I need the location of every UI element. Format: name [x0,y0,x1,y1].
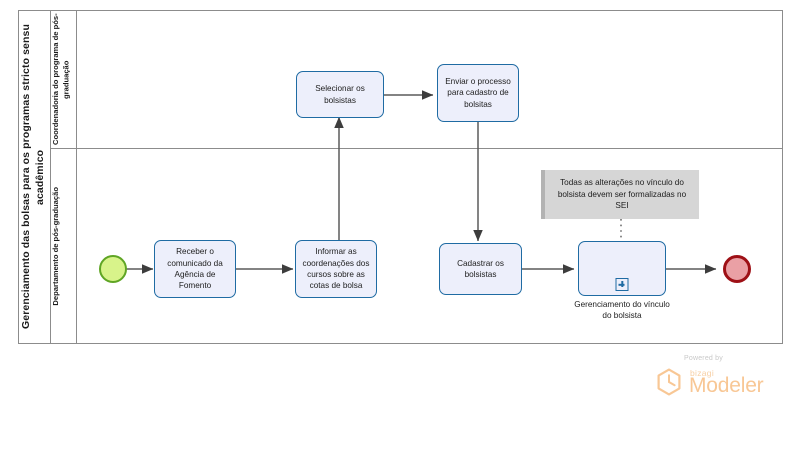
task-enviar-processo[interactable]: Enviar o processo para cadastro de bolsi… [437,64,519,122]
subprocess-gerenciamento-vinculo-label: Gerenciamento do vínculo do bolsista [574,300,670,321]
task-informar-coordenacoes[interactable]: Informar as coordenações dos cursos sobr… [295,240,377,298]
subprocess-gerenciamento-vinculo[interactable] [578,241,666,296]
watermark-powered-by: Powered by [684,355,723,362]
pool-header: Gerenciamento das bolsas para os program… [19,11,51,343]
task-cadastrar-bolsistas-label: Cadastrar os bolsistas [457,258,504,279]
lane-coordenadoria-label: Coordenadoria do programa de pós-graduaç… [51,13,71,146]
pool-title: Gerenciamento das bolsas para os program… [20,24,47,330]
lane-departamento-header: Departamento de pós-graduação [51,149,77,343]
bizagi-watermark: Powered by bizagi Modeler [652,355,782,405]
task-receber-comunicado-label: Receber o comunicado da Agência de Fomen… [167,247,223,291]
annotation-sei-text: Todas as alterações no vínculo do bolsis… [557,178,687,211]
task-selecionar-bolsistas[interactable]: Selecionar os bolsistas [296,71,384,118]
task-receber-comunicado[interactable]: Receber o comunicado da Agência de Fomen… [154,240,236,298]
watermark-product: Modeler [689,374,764,397]
lane-coordenadoria[interactable]: Coordenadoria do programa de pós-graduaç… [51,11,782,149]
task-cadastrar-bolsistas[interactable]: Cadastrar os bolsistas [439,243,522,295]
watermark-brand: bizagi [690,368,715,378]
task-enviar-processo-label: Enviar o processo para cadastro de bolsi… [445,77,511,109]
annotation-sei[interactable]: Todas as alterações no vínculo do bolsis… [541,170,699,219]
end-event[interactable] [723,255,751,283]
lane-departamento[interactable]: Departamento de pós-graduação [51,149,782,343]
task-selecionar-bolsistas-label: Selecionar os bolsistas [315,84,365,105]
lane-coordenadoria-header: Coordenadoria do programa de pós-graduaç… [51,11,77,148]
bizagi-hexagon-logo-icon [656,368,682,401]
task-informar-coordenacoes-label: Informar as coordenações dos cursos sobr… [302,247,370,291]
plus-collapsed-icon[interactable] [615,278,629,291]
lane-departamento-label: Departamento de pós-graduação [51,186,60,306]
start-event[interactable] [99,255,127,283]
